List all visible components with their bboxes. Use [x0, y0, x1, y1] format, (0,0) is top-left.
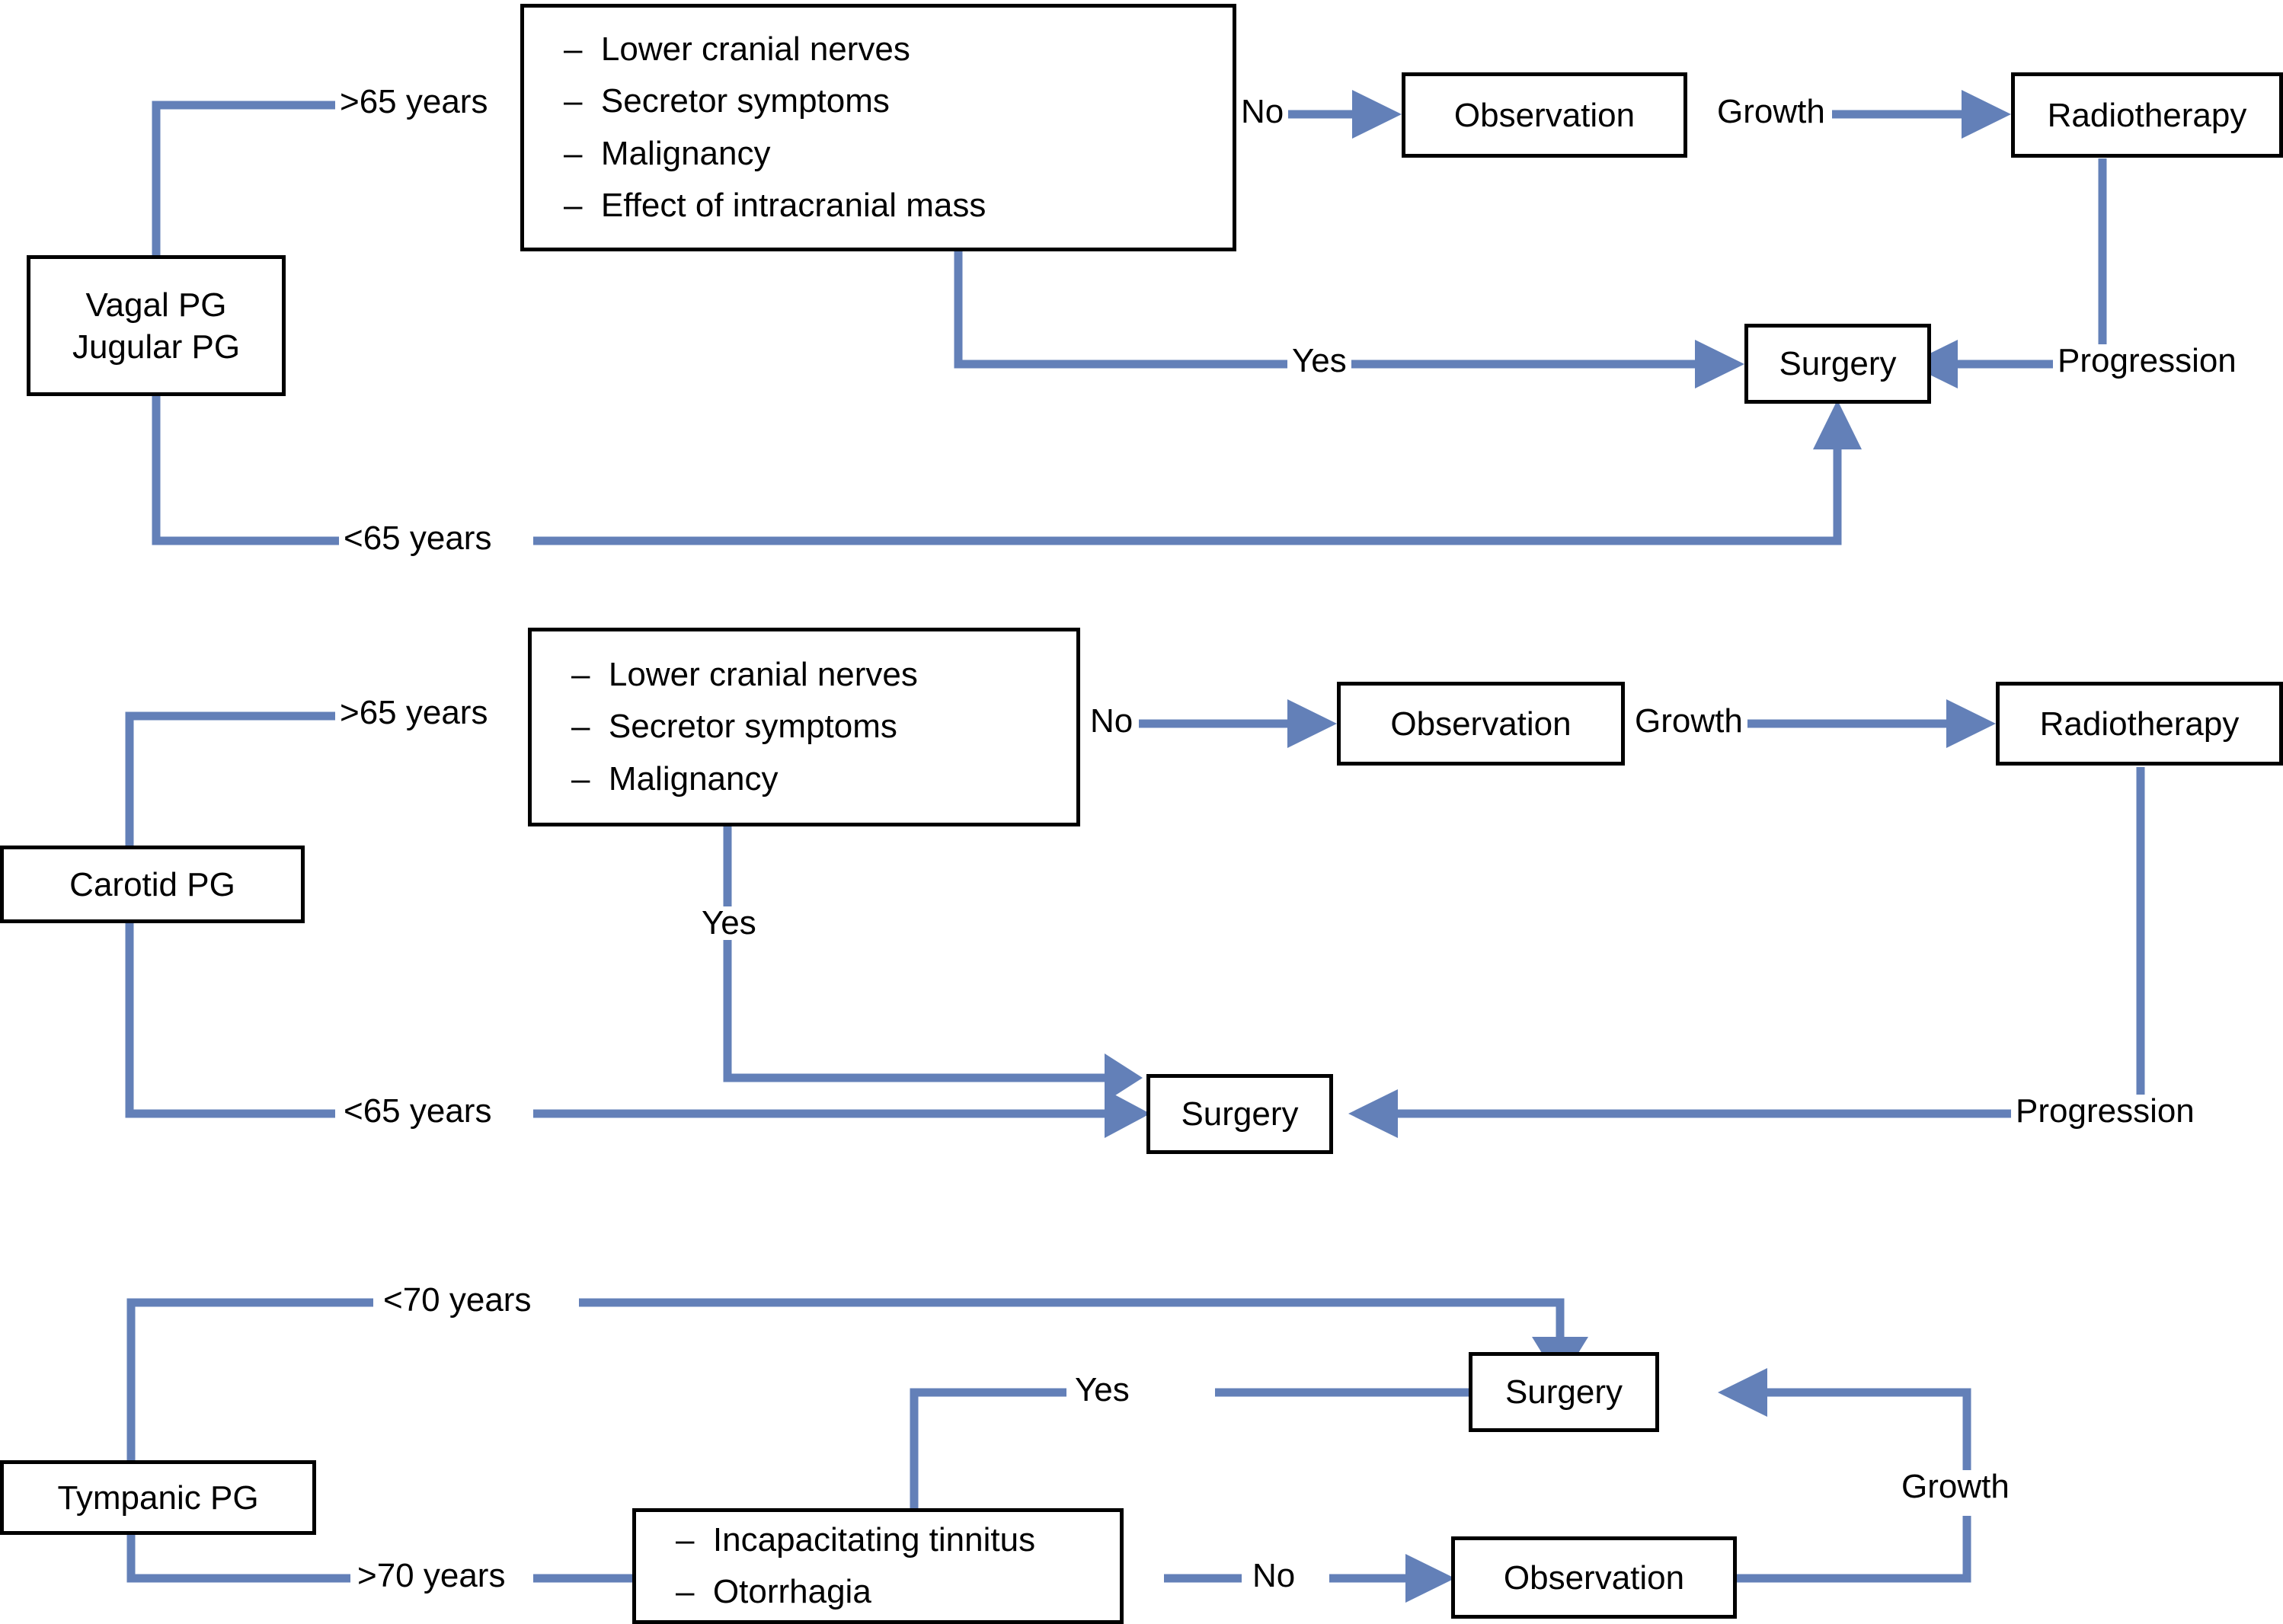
wire-vagal-criteria-yes [954, 251, 1695, 369]
label-carotid-no: No [1086, 705, 1138, 738]
wire-vagal-under65-right [533, 449, 1842, 545]
wire-tympanic-under70-left [126, 1298, 373, 1460]
arrowhead-vagal-growth [1962, 90, 2011, 139]
wire-tympanic-yes-left [910, 1388, 1066, 1508]
node-tympanic-observation[interactable]: Observation [1451, 1536, 1737, 1619]
node-label: Surgery [1504, 1373, 1623, 1411]
arrowhead-carotid-progression [1348, 1089, 1398, 1138]
arrowhead-vagal-progression [1908, 340, 1958, 388]
label-vagal-over-65: >65 years [335, 85, 493, 119]
criteria-item: Lower cranial nerves [564, 24, 1233, 75]
arrowhead-carotid-yes [1105, 1053, 1143, 1102]
label-vagal-progression: Progression [2053, 344, 2241, 378]
arrowhead-carotid-under65 [1105, 1089, 1150, 1138]
criteria-item: Malignancy [571, 753, 1076, 805]
node-label: Tympanic PG [57, 1479, 259, 1517]
label-carotid-progression: Progression [2011, 1095, 2199, 1128]
wire-tympanic-over70-left [126, 1535, 350, 1583]
criteria-item: Effect of intracranial mass [564, 180, 1233, 232]
label-carotid-yes: Yes [697, 906, 761, 940]
label-vagal-under-65: <65 years [339, 522, 497, 555]
node-tympanic-surgery[interactable]: Surgery [1469, 1352, 1659, 1432]
node-vagal-surgery[interactable]: Surgery [1744, 324, 1931, 404]
criteria-box-vagal: Lower cranial nerves Secretor symptoms M… [520, 4, 1236, 251]
wire-vagal-progression-down [2053, 158, 2107, 369]
node-label: Radiotherapy [2047, 96, 2247, 134]
node-carotid-observation[interactable]: Observation [1337, 682, 1625, 766]
label-tympanic-under-70: <70 years [379, 1284, 536, 1317]
criteria-box-carotid: Lower cranial nerves Secretor symptoms M… [528, 628, 1080, 826]
wire-carotid-to-over65 [125, 711, 335, 846]
node-label: Radiotherapy [2039, 705, 2240, 743]
label-tympanic-growth: Growth [1897, 1470, 2014, 1504]
arrowhead-vagal-yes [1695, 340, 1744, 388]
node-label: Observation [1453, 96, 1636, 134]
wire-vagal-under65-left [152, 396, 339, 545]
criteria-item: Secretor symptoms [571, 701, 1076, 753]
arrowhead-vagal-no [1352, 90, 1402, 139]
label-carotid-growth: Growth [1630, 705, 1747, 738]
label-carotid-over-65: >65 years [335, 696, 493, 730]
label-tympanic-no: No [1248, 1559, 1300, 1593]
arrowhead-tympanic-no [1405, 1554, 1455, 1603]
label-vagal-no: No [1236, 95, 1289, 129]
wire-carotid-under65-left [125, 923, 335, 1118]
node-carotid-surgery[interactable]: Surgery [1146, 1074, 1333, 1154]
node-vagal-jugular-pg[interactable]: Vagal PG Jugular PG [27, 255, 286, 396]
node-label: Surgery [1181, 1095, 1299, 1133]
node-label: Surgery [1779, 345, 1897, 382]
wire-carotid-criteria-yes [723, 826, 1105, 1082]
arrowhead-tympanic-growth [1718, 1368, 1767, 1417]
label-tympanic-over-70: >70 years [353, 1559, 510, 1593]
node-carotid-pg[interactable]: Carotid PG [0, 846, 305, 923]
node-label: Observation [1503, 1558, 1685, 1597]
node-tympanic-pg[interactable]: Tympanic PG [0, 1460, 316, 1535]
wire-vagal-to-over65 [152, 101, 335, 255]
node-carotid-radiotherapy[interactable]: Radiotherapy [1996, 682, 2283, 766]
wire-tympanic-growth-down [1714, 1516, 1971, 1583]
label-carotid-under-65: <65 years [339, 1095, 497, 1128]
arrowhead-carotid-growth [1946, 699, 1996, 748]
arrowhead-carotid-no [1287, 699, 1337, 748]
criteria-item: Malignancy [564, 128, 1233, 180]
criteria-item: Lower cranial nerves [571, 649, 1076, 701]
criteria-item: Incapacitating tinnitus [676, 1514, 1120, 1566]
wire-tympanic-growth-up [1767, 1388, 1971, 1470]
arrowhead-vagal-under65 [1813, 400, 1862, 449]
label-vagal-growth: Growth [1712, 95, 1830, 129]
criteria-item: Secretor symptoms [564, 75, 1233, 127]
criteria-item: Otorrhagia [676, 1566, 1120, 1618]
node-label-line-2: Jugular PG [72, 328, 241, 366]
node-vagal-radiotherapy[interactable]: Radiotherapy [2011, 72, 2283, 158]
label-tympanic-yes: Yes [1070, 1373, 1134, 1407]
criteria-box-tympanic: Incapacitating tinnitus Otorrhagia [632, 1508, 1124, 1624]
label-vagal-yes: Yes [1287, 344, 1351, 378]
node-vagal-observation[interactable]: Observation [1402, 72, 1687, 158]
wire-tympanic-under70-right [579, 1298, 1565, 1337]
node-label: Carotid PG [69, 865, 235, 903]
node-label-line-1: Vagal PG [85, 286, 227, 324]
node-label: Observation [1390, 705, 1572, 743]
